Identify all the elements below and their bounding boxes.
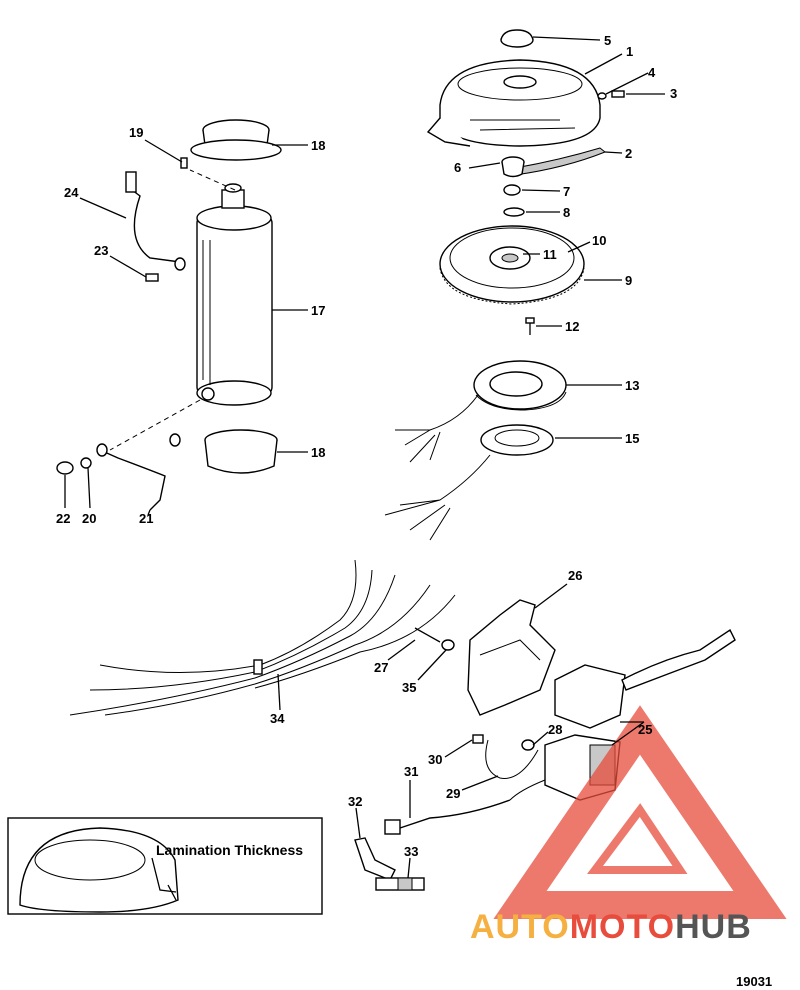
bolt-part-13: [525, 317, 535, 335]
callout-24: 24: [64, 185, 79, 200]
washer-part-20: [80, 457, 92, 469]
callout-12: 13: [625, 378, 639, 393]
lamination-inset: Lamination Thickness: [7, 817, 323, 915]
watermark-text: AUTOMOTOHUB: [470, 908, 752, 946]
starter-motor-part-17: [196, 183, 273, 406]
callout-19: 19: [129, 125, 143, 140]
trigger-part-15: [480, 424, 554, 456]
callout-32: 32: [348, 794, 362, 809]
callout-26: 26: [568, 568, 582, 583]
watermark-part2: MOTO: [570, 908, 675, 946]
callout-11: 11: [543, 247, 557, 262]
callout-7: 7: [563, 184, 570, 199]
harness-part-34: [69, 559, 456, 716]
callout-25: 25: [638, 722, 652, 737]
wire-part-29: [485, 739, 539, 779]
watermark-logo: [493, 705, 787, 919]
bracket-part-26: [467, 599, 556, 716]
screw-part-19: [180, 157, 188, 169]
callout-4: 4: [648, 65, 656, 80]
stator-part-12: [473, 360, 567, 411]
leader-lines: [64, 36, 665, 879]
callout-34: 34: [270, 711, 285, 726]
callout-28: 28: [548, 722, 562, 737]
callout-35: 35: [402, 680, 416, 695]
nut-part-21: [56, 461, 74, 475]
cable-part-24: [125, 171, 186, 271]
callout-10: 10: [592, 233, 606, 248]
callout-31: 31: [404, 764, 418, 779]
callout-29: 29: [446, 786, 460, 801]
coil-part-25-upper: [554, 628, 736, 729]
bracket-part-18-bottom: [204, 429, 278, 474]
callout-22: 21: [139, 511, 153, 526]
callout-8: 8: [563, 205, 570, 220]
washer-part-4: [597, 92, 607, 100]
bracket-part-18-top: [190, 119, 282, 161]
callout-numbers: 5 1 4 3 2 6 7 8 10 11 9 12 13 15 19 18 2…: [56, 33, 677, 859]
flywheel-part-9: [439, 225, 585, 305]
callout-13: 12: [565, 319, 579, 334]
callout-23: 23: [94, 243, 108, 258]
callout-6: 6: [454, 160, 461, 175]
band-part-2: [514, 147, 606, 176]
callout-9: 9: [625, 273, 632, 288]
inset-caption: Lamination Thickness: [156, 842, 303, 858]
watermark-part3: HUB: [675, 908, 752, 946]
screw-part-3: [611, 90, 625, 98]
screw-part-30: [472, 734, 484, 744]
callout-5: 5: [604, 33, 611, 48]
bolt-part-27: [414, 627, 441, 643]
washer-part-28: [521, 739, 535, 751]
bushing-part-6: [501, 156, 525, 178]
callout-15: 15: [625, 431, 639, 446]
screw-part-23: [145, 273, 159, 282]
flywheel-cover-part-1: [426, 59, 601, 147]
callout-17: 17: [311, 303, 325, 318]
callout-18-top: 18: [311, 138, 325, 153]
callout-21: 22: [56, 511, 70, 526]
washer-part-35: [441, 639, 455, 651]
boot-part-32: [354, 837, 396, 881]
cap-part-5: [500, 29, 534, 48]
nut-part-7: [503, 184, 521, 196]
callout-1: 1: [626, 44, 633, 59]
spark-plug-part-33: [375, 877, 425, 891]
cable-part-22: [96, 433, 181, 511]
callout-18-bottom: 18: [311, 445, 325, 460]
stator-wires: [384, 394, 491, 541]
callout-30: 30: [428, 752, 442, 767]
spark-plug-lead-part-31: [384, 799, 511, 835]
callout-20: 20: [82, 511, 96, 526]
figure-number: 19031: [736, 974, 772, 989]
watermark-part1: AUTO: [470, 908, 570, 946]
callout-2: 2: [625, 146, 632, 161]
callout-27: 27: [374, 660, 388, 675]
callout-33: 33: [404, 844, 418, 859]
washer-part-8: [503, 207, 525, 217]
callout-3: 3: [670, 86, 677, 101]
